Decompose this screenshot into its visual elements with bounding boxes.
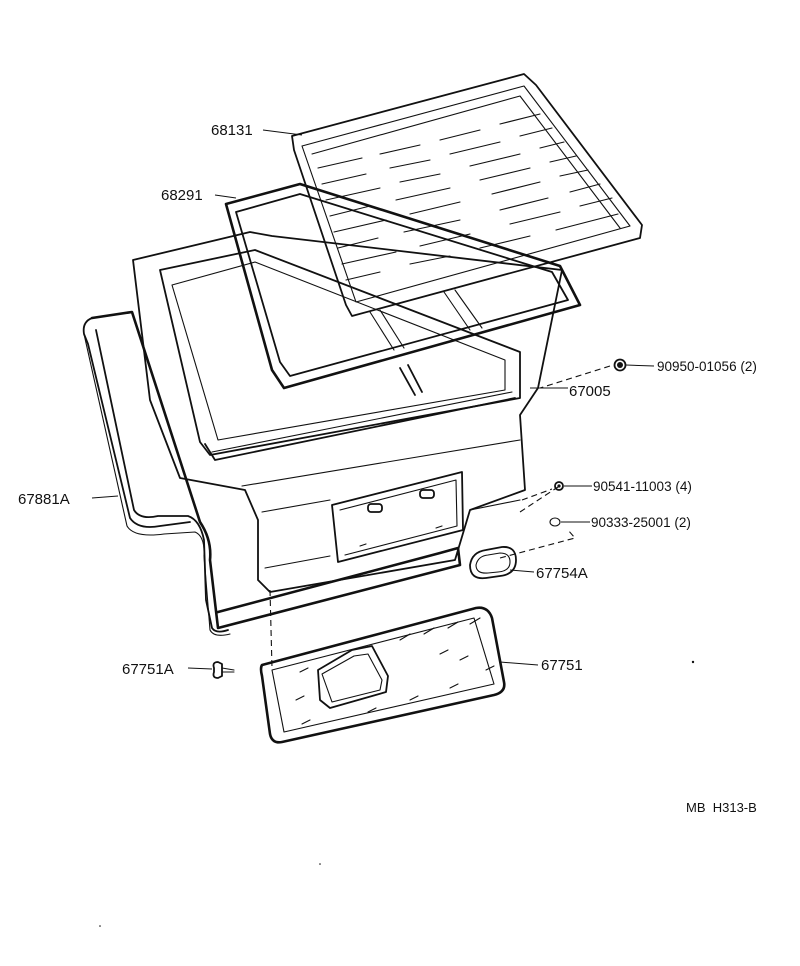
trim-board[interactable] [259, 606, 506, 744]
label-nut: 90950-01056 (2) [657, 359, 757, 374]
assembly-lines [269, 365, 611, 669]
back-window-glass[interactable] [291, 73, 643, 317]
service-hole-cover[interactable] [469, 546, 517, 580]
label-hole-plug: 90333-25001 (2) [591, 515, 691, 530]
label-door-weatherstrip: 67881A [18, 491, 70, 508]
label-back-door-panel: 67005 [569, 383, 611, 400]
drawing-code: MB H313-B [686, 800, 757, 815]
label-back-window-weatherstrip: 68291 [161, 187, 203, 204]
back-door-panel[interactable] [132, 231, 563, 593]
speck [691, 660, 695, 664]
label-service-hole-cover: 67754A [536, 565, 588, 582]
speck [99, 925, 101, 927]
label-clip: 90541-11003 (4) [593, 479, 692, 494]
door-weatherstrip[interactable] [82, 310, 462, 636]
label-trim-board-clip: 67751A [122, 661, 174, 678]
trim-clip-symbol[interactable] [212, 661, 235, 679]
speck [319, 863, 321, 865]
label-back-window-glass: 68131 [211, 122, 253, 139]
label-trim-board: 67751 [541, 657, 583, 674]
hole-plug-symbol[interactable] [549, 517, 561, 527]
leader-lines [91, 129, 655, 670]
nut-symbol[interactable] [613, 358, 627, 372]
clip-symbol[interactable] [554, 481, 564, 491]
back-window-weatherstrip[interactable] [224, 182, 582, 390]
